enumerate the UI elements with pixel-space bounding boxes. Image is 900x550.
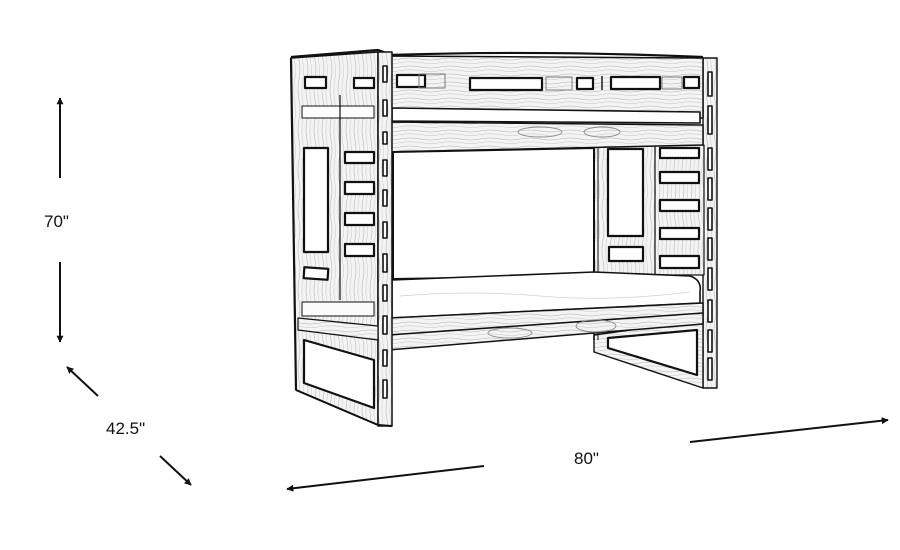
depth-dimension (66, 366, 192, 486)
width-dimension (286, 417, 889, 492)
back-opening (392, 147, 595, 280)
width-arrow-right-icon (689, 417, 889, 443)
depth-arrow-up-icon (66, 366, 99, 397)
height-label: 70" (44, 212, 69, 231)
bunk-bed (289, 48, 718, 427)
depth-label: 42.5" (106, 419, 146, 438)
width-arrow-left-icon (286, 465, 485, 492)
depth-arrow-down-icon (159, 455, 192, 486)
width-label: 80" (574, 449, 599, 468)
lower-side-rail (387, 302, 704, 351)
right-end-frame (593, 57, 718, 389)
left-end-frame (289, 48, 393, 427)
top-guard-rail (387, 51, 704, 119)
